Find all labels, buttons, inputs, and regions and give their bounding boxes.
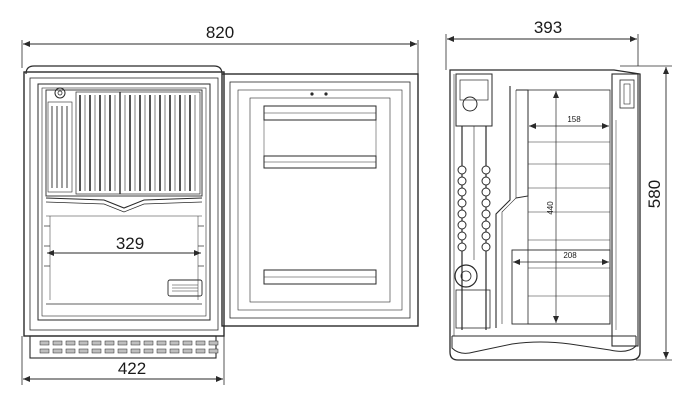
vent-slot bbox=[65, 340, 76, 346]
dimension-shelf-bottom-depth: 208 bbox=[513, 251, 609, 265]
coil-loop bbox=[457, 198, 467, 208]
vent-slot bbox=[208, 340, 219, 346]
coil-loop bbox=[457, 187, 467, 197]
dim-shelf-bottom-label: 208 bbox=[563, 251, 577, 260]
coil-loop bbox=[457, 231, 467, 241]
vent-slot bbox=[156, 340, 167, 346]
dim-depth-label: 393 bbox=[534, 18, 562, 37]
coil-loop bbox=[457, 176, 467, 186]
vent-slot bbox=[130, 348, 141, 354]
dimension-depth: 393 bbox=[445, 18, 639, 70]
vent-slot bbox=[130, 340, 141, 346]
dimension-height: 580 bbox=[620, 65, 672, 361]
vent-slot bbox=[169, 340, 180, 346]
coil-loop bbox=[481, 176, 491, 186]
vent-slot bbox=[143, 340, 154, 346]
vent-slot bbox=[39, 348, 50, 354]
vent-slot bbox=[143, 348, 154, 354]
vent-slot bbox=[156, 348, 167, 354]
dimension-inner-width: 329 bbox=[47, 234, 201, 256]
vent-slot bbox=[91, 348, 102, 354]
vent-slot bbox=[78, 340, 89, 346]
base-vent-grille bbox=[39, 340, 219, 354]
vent-slot bbox=[182, 340, 193, 346]
vent-slot bbox=[78, 348, 89, 354]
vent-slot bbox=[182, 348, 193, 354]
evaporator-fins bbox=[51, 95, 196, 191]
dimension-total-width: 820 bbox=[21, 23, 419, 74]
fridge-front-body bbox=[23, 65, 225, 359]
badge-grille bbox=[172, 284, 198, 292]
vent-slot bbox=[195, 340, 206, 346]
dim-inner-width-label: 329 bbox=[116, 234, 144, 253]
dimension-inner-height: 440 bbox=[546, 91, 559, 323]
vent-slot bbox=[195, 348, 206, 354]
absorber-coils bbox=[457, 165, 491, 252]
vent-slot bbox=[91, 340, 102, 346]
vent-slot bbox=[208, 348, 219, 354]
vent-slot bbox=[52, 340, 63, 346]
dim-height-label: 580 bbox=[645, 180, 664, 208]
coil-loop bbox=[481, 187, 491, 197]
dim-inner-height-label: 440 bbox=[546, 201, 555, 215]
vent-slot bbox=[117, 340, 128, 346]
side-door bbox=[611, 73, 639, 347]
vent-slot bbox=[65, 348, 76, 354]
side-rail-ticks bbox=[44, 225, 204, 267]
dim-total-width-label: 820 bbox=[206, 23, 234, 42]
vent-slot bbox=[52, 348, 63, 354]
vent-slot bbox=[117, 348, 128, 354]
brand-badge bbox=[167, 279, 203, 297]
vent-slot bbox=[104, 340, 115, 346]
boiler bbox=[454, 264, 478, 288]
coil-loop bbox=[481, 220, 491, 230]
dimension-shelf-top-depth: 158 bbox=[529, 115, 609, 129]
coil-loop bbox=[457, 165, 467, 175]
coil-loop bbox=[481, 165, 491, 175]
side-shelves bbox=[528, 141, 610, 297]
fridge-open-door bbox=[221, 73, 419, 327]
coil-loop bbox=[481, 198, 491, 208]
coil-loop bbox=[481, 209, 491, 219]
coil-loop bbox=[481, 231, 491, 241]
dim-fridge-width-label: 422 bbox=[118, 359, 146, 378]
dim-shelf-top-label: 158 bbox=[567, 115, 581, 124]
coil-loop bbox=[457, 209, 467, 219]
vent-slot bbox=[169, 348, 180, 354]
vent-slot bbox=[39, 340, 50, 346]
coil-loop bbox=[481, 242, 491, 252]
dimension-fridge-width: 422 bbox=[21, 336, 225, 385]
vent-slot bbox=[104, 348, 115, 354]
fridge-side-section bbox=[449, 69, 641, 361]
coil-loop bbox=[457, 220, 467, 230]
coil-loop bbox=[457, 242, 467, 252]
